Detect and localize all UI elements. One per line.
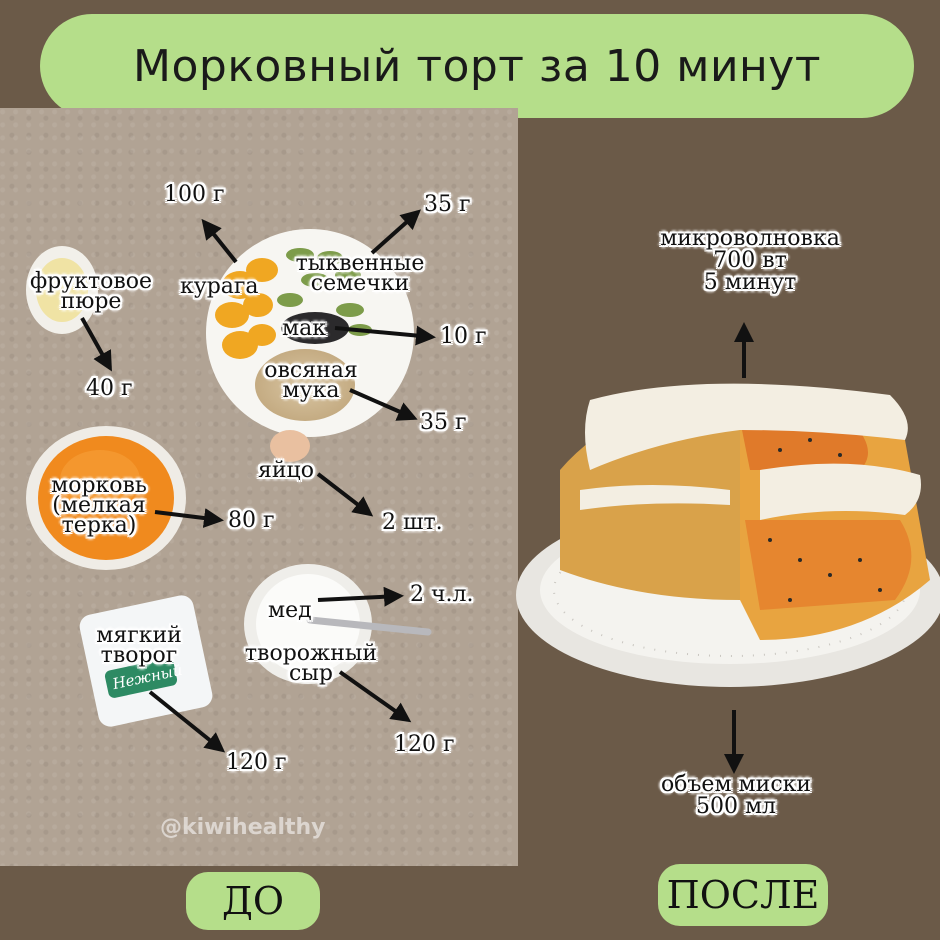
amount-honey: 2 ч.л. <box>410 582 474 607</box>
microwave-line-3: 5 минут <box>703 270 797 295</box>
pumpkin-seeds <box>277 248 372 336</box>
amount-pumpkin-seeds: 35 г <box>424 192 471 217</box>
carrot-cake <box>560 383 930 640</box>
amount-poppy: 10 г <box>440 324 487 349</box>
carrot-bowl <box>26 426 186 570</box>
title-banner: Морковный торт за 10 минут <box>40 14 914 118</box>
poppy-dots <box>768 438 882 602</box>
egg <box>270 430 310 462</box>
bowl-line-1: объем миски <box>660 772 812 797</box>
label-egg: яйцо <box>258 458 314 483</box>
amount-carrot: 80 г <box>228 508 275 533</box>
after-label: ПОСЛЕ <box>658 864 828 926</box>
amount-dried-apricot: 100 г <box>164 182 225 207</box>
amount-fruit-puree: 40 г <box>86 376 133 401</box>
label-poppy: мак <box>282 316 326 341</box>
cottage-cheese-package <box>79 595 213 727</box>
amount-oat-flour: 35 г <box>420 410 467 435</box>
watermark: @kiwihealthy <box>160 815 326 840</box>
bowl-line-2: 500 мл <box>695 794 777 819</box>
before-label: ДО <box>186 872 320 930</box>
microwave-line-2: 700 вт <box>713 248 787 273</box>
oat-flour <box>255 349 355 421</box>
label-oat-flour: овсяная мука <box>264 358 358 403</box>
page-title: Морковный торт за 10 минут <box>133 40 821 92</box>
ingredient-plate <box>206 229 414 437</box>
dried-apricots <box>215 258 278 359</box>
label-fruit-puree: фруктовое пюре <box>29 269 153 314</box>
spoon <box>306 616 432 636</box>
microwave-line-1: микроволновка <box>660 226 840 251</box>
label-carrot: морковь (мелкая терка) <box>51 473 147 538</box>
label-soft-cottage-cheese: мягкий творог <box>96 623 182 668</box>
amount-soft-cottage-cheese: 120 г <box>226 750 287 775</box>
amount-cream-cheese: 120 г <box>394 732 455 757</box>
label-pumpkin-seeds: тыквенные семечки <box>295 251 425 296</box>
fruit-puree-bowl <box>26 246 98 334</box>
microwave-info: микроволновка 700 вт 5 минут <box>640 228 860 294</box>
label-honey: мед <box>268 598 312 623</box>
label-cream-cheese: творожный сыр <box>244 641 378 686</box>
poppy-seeds <box>281 312 349 344</box>
arrows <box>80 209 754 774</box>
label-dried-apricot: курага <box>180 274 259 299</box>
bowl-volume-info: объем миски 500 мл <box>636 774 836 818</box>
amount-egg: 2 шт. <box>382 510 443 535</box>
